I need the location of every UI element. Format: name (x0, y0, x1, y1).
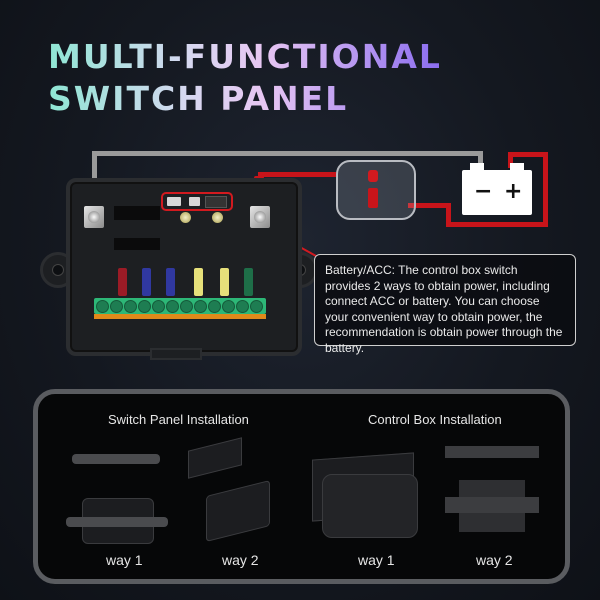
mounting-bar (445, 446, 539, 458)
terminal-screw (222, 300, 235, 313)
negative-terminal-stud (84, 206, 104, 228)
circuit-breaker (336, 160, 416, 220)
mounting-bracket (150, 348, 202, 360)
capacitor (212, 212, 223, 223)
positive-wire (446, 222, 548, 227)
battery-acc-switch-highlight (161, 192, 233, 211)
control-box-installation-title: Control Box Installation (368, 412, 502, 427)
terminal-screw (236, 300, 249, 313)
fuse (142, 268, 151, 296)
negative-wire (478, 151, 483, 167)
breaker-lever (368, 188, 378, 208)
battery-negative-post (470, 163, 484, 171)
fuse (118, 268, 127, 296)
switch-panel-installation-title: Switch Panel Installation (108, 412, 249, 427)
terminal-screw (138, 300, 151, 313)
positive-wire (508, 152, 548, 157)
fuse (194, 268, 203, 296)
switch-panel-way1-label: way 1 (106, 552, 143, 568)
fuse (166, 268, 175, 296)
battery-icon: − + (462, 163, 532, 215)
label-block (114, 238, 160, 250)
terminal-screw (166, 300, 179, 313)
terminal-screw (152, 300, 165, 313)
mounting-bar (72, 454, 160, 464)
positive-wire (408, 203, 450, 208)
mounting-bar (445, 497, 539, 513)
capacitor (180, 212, 191, 223)
control-box-way1-label: way 1 (358, 552, 395, 568)
label-block (114, 206, 160, 220)
positive-terminal-stud (250, 206, 270, 228)
terminal-screw (208, 300, 221, 313)
terminal-labels (94, 314, 266, 319)
connector (167, 197, 181, 206)
mounting-bar (66, 517, 168, 527)
terminal-screw (180, 300, 193, 313)
terminal-screw (124, 300, 137, 313)
terminal-screw (250, 300, 263, 313)
fuse (220, 268, 229, 296)
connector (189, 197, 200, 206)
minus-symbol: − (474, 179, 493, 204)
positive-wire (446, 203, 451, 226)
control-box-way1-image (322, 474, 418, 538)
switch-panel-way2-label: way 2 (222, 552, 259, 568)
positive-wire (543, 152, 548, 227)
plus-symbol: + (504, 179, 523, 204)
battery-acc-callout: Battery/ACC: The control box switch prov… (314, 254, 576, 355)
battery-positive-post (510, 163, 524, 171)
negative-wire (92, 151, 97, 181)
battery-acc-switch (205, 196, 227, 208)
terminal-screw (194, 300, 207, 313)
terminal-screw (110, 300, 123, 313)
negative-wire (92, 151, 482, 156)
breaker-reset-button (368, 170, 378, 182)
terminal-screw (96, 300, 109, 313)
positive-wire (508, 152, 513, 168)
control-box-way2-label: way 2 (476, 552, 513, 568)
fuse (244, 268, 253, 296)
positive-wire (258, 172, 338, 177)
terminal-block (94, 298, 266, 314)
